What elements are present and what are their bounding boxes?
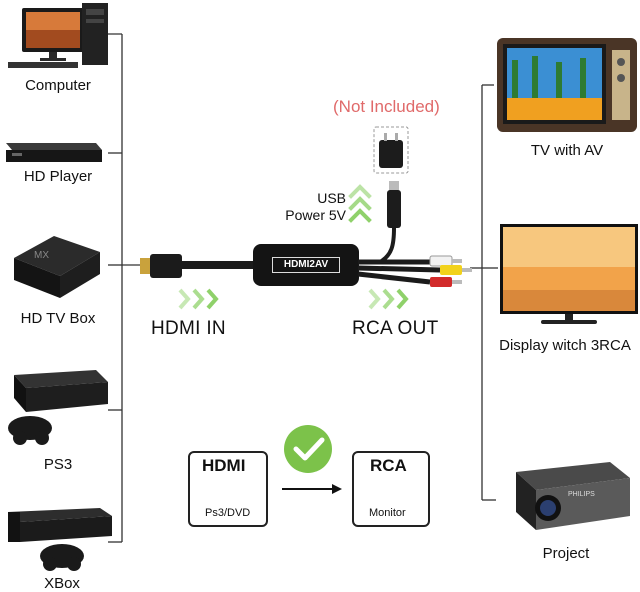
ps3-icon xyxy=(8,370,108,445)
svg-text:PHILIPS: PHILIPS xyxy=(568,491,595,498)
computer-icon xyxy=(8,3,108,68)
rca-out-label: RCA OUT xyxy=(352,318,439,339)
check-icon xyxy=(284,425,332,473)
usb-plug-icon xyxy=(378,181,401,264)
power-adapter-icon xyxy=(373,126,409,174)
hdmi-box-title: HDMI xyxy=(202,456,246,475)
right-bracket xyxy=(470,84,498,501)
source-label-xbox: XBox xyxy=(44,575,80,592)
rca-cables xyxy=(357,255,472,287)
source-label-ps3: PS3 xyxy=(43,456,73,473)
hdmi-in-label: HDMI IN xyxy=(151,318,226,339)
rca-monitor-box xyxy=(352,451,430,527)
left-bracket xyxy=(103,33,140,543)
hdmi-in-chevrons xyxy=(178,288,219,310)
rca-box-title: RCA xyxy=(370,456,407,475)
hdmi-box-subtitle: Ps3/DVD xyxy=(205,507,251,519)
crt-tv-icon xyxy=(497,38,637,132)
usb-power-chevrons xyxy=(348,184,372,223)
output-label-projector: Project xyxy=(542,545,590,562)
source-label-hd-tv-box: HD TV Box xyxy=(20,310,96,327)
projector-icon: PHILIPS xyxy=(516,462,630,530)
usb-power-label: USB Power 5V xyxy=(266,190,346,224)
usb-label-line1: USB xyxy=(317,190,346,206)
hdmi-cable xyxy=(140,254,260,278)
flat-display-icon xyxy=(500,224,638,324)
hd-player-icon xyxy=(6,143,102,162)
rca-box-subtitle: Monitor xyxy=(369,507,406,519)
svg-text:MX: MX xyxy=(34,250,49,261)
output-label-display: Display witch 3RCA xyxy=(499,337,631,354)
source-label-hd-player: HD Player xyxy=(23,168,93,185)
hdmi-source-box xyxy=(188,451,268,527)
not-included-label: (Not Included) xyxy=(333,97,440,116)
converter-label: HDMI2AV xyxy=(272,257,340,273)
usb-label-line2: Power 5V xyxy=(285,207,346,223)
source-label-computer: Computer xyxy=(25,77,91,94)
flow-arrow xyxy=(282,484,342,494)
xbox-icon xyxy=(8,508,112,571)
rca-out-chevrons xyxy=(368,288,409,310)
tv-box-icon: MX xyxy=(14,236,100,298)
converter-box xyxy=(253,244,359,286)
output-label-tv-av: TV with AV xyxy=(530,142,604,159)
